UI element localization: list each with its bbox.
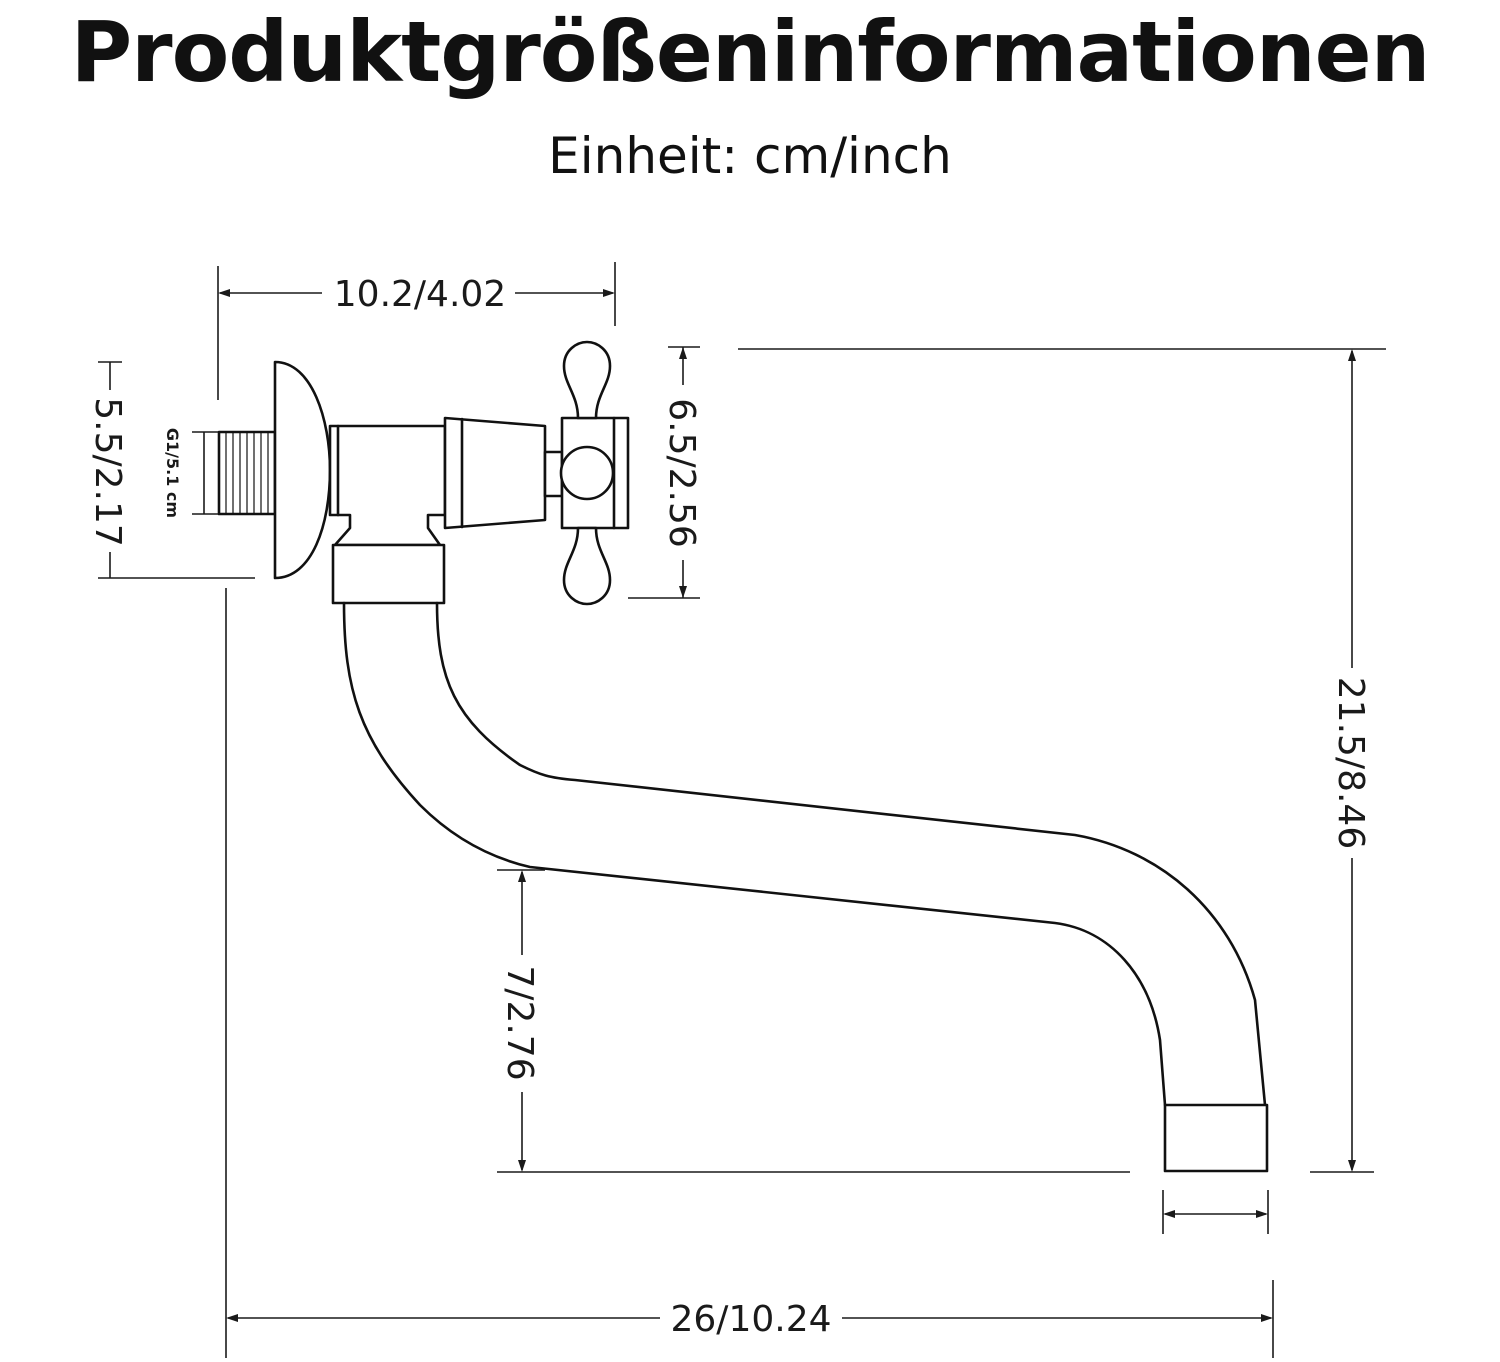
valve-body [328,424,447,547]
valve-stem [543,450,564,498]
dimension-thread: G1/5.1 cm [163,428,218,518]
dimension-flange-height: 5.5/2.17 [87,361,255,579]
dimension-spout-tip-width [1162,1190,1269,1234]
dimension-spout-drop: 7/2.76 [497,869,1130,1173]
thread-lines [225,431,269,515]
cross-handle [559,340,630,606]
dimension-total-height: 21.5/8.46 [738,348,1386,1173]
dimension-top-width: 10.2/4.02 [217,262,616,400]
dimension-label-total-length: 26/10.24 [671,1299,832,1340]
dimension-label-thread: G1/5.1 cm [163,428,182,518]
page-title: Produktgrößeninformationen [70,3,1431,101]
unit-subtitle: Einheit: cm/inch [548,127,952,185]
valve-bonnet [443,416,547,530]
spout-pipe [342,601,1269,1173]
spout-nut [331,543,446,605]
dimension-label-flange-height: 5.5/2.17 [87,397,128,547]
faucet-drawing [217,340,1269,1173]
dimension-label-top-width: 10.2/4.02 [334,274,506,315]
dimension-label-total-height: 21.5/8.46 [1330,677,1371,849]
dimension-total-length: 26/10.24 [225,588,1274,1358]
dimension-handle-height: 6.5/2.56 [628,346,702,599]
wall-flange [273,360,332,580]
spout-tip [1163,1103,1269,1173]
dimension-label-spout-drop: 7/2.76 [499,965,540,1080]
dimension-label-handle-height: 6.5/2.56 [661,398,702,548]
